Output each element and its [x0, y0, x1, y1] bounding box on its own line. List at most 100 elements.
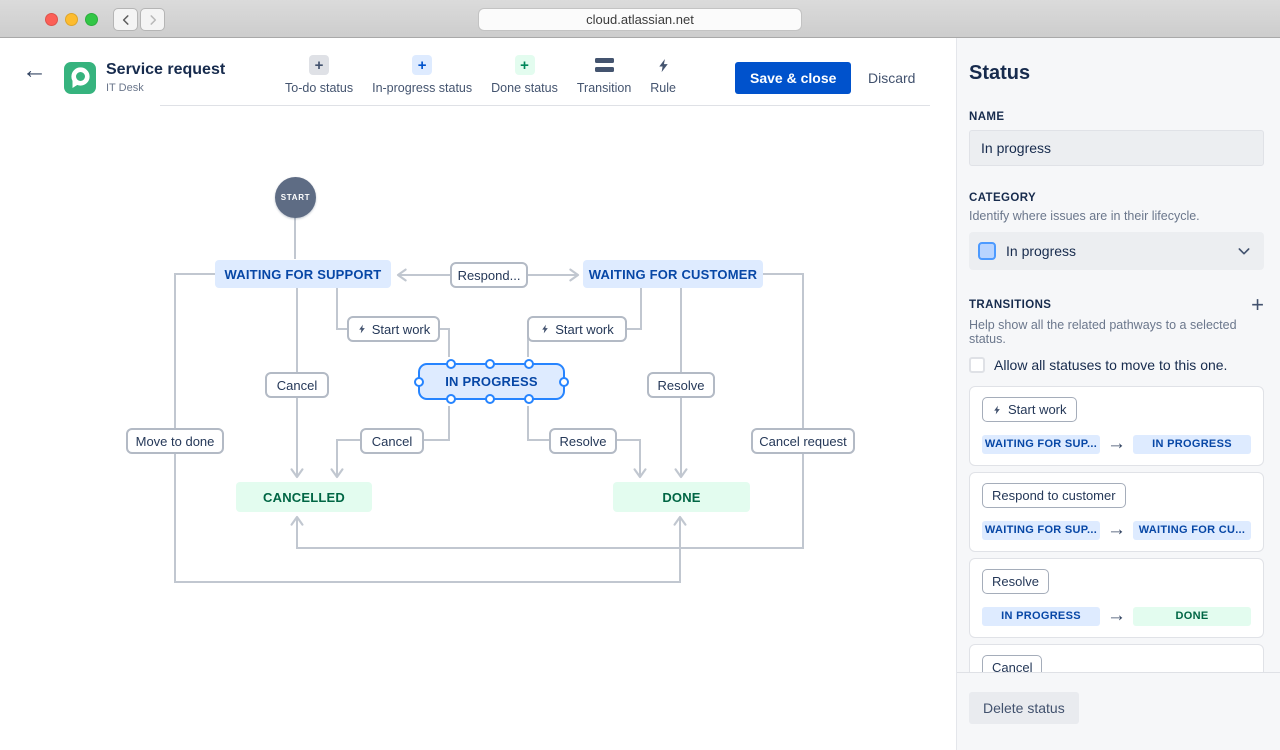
page-title: Service request: [106, 61, 226, 78]
transition-label[interactable]: Start work: [527, 316, 627, 342]
minimize-window-button[interactable]: [65, 13, 78, 26]
transition-name-button[interactable]: Start work: [982, 397, 1077, 422]
status-node-in-progress[interactable]: IN PROGRESS: [414, 359, 569, 404]
browser-back-button[interactable]: [113, 8, 138, 31]
transition-label[interactable]: Cancel request: [751, 428, 855, 454]
to-status-badge: WAITING FOR CU...: [1133, 520, 1251, 540]
name-label: NAME: [969, 111, 1005, 123]
toolbar-in-progress-status[interactable]: + In-progress status: [372, 55, 472, 95]
chat-bubble-icon: [71, 67, 90, 88]
chevron-right-icon: [149, 14, 156, 25]
status-node-label: WAITING FOR SUPPORT: [224, 266, 382, 282]
browser-forward-button[interactable]: [140, 8, 165, 31]
transition-label-text: Resolve: [657, 377, 705, 393]
transition-name-text: Cancel: [992, 660, 1033, 675]
status-node-waiting-for-customer[interactable]: WAITING FOR CUSTOMER: [583, 260, 763, 288]
transition-label-text: Cancel: [371, 433, 413, 449]
workflow-canvas[interactable]: START WAITING FOR SUPPORT WAITING FOR CUST…: [0, 106, 956, 750]
status-node-label: DONE: [662, 489, 701, 505]
transition-label[interactable]: Resolve: [647, 372, 715, 398]
transition-label[interactable]: Cancel: [265, 372, 329, 398]
project-icon: [64, 62, 96, 94]
toolbar-item-label: To-do status: [285, 81, 354, 95]
transition-label-text: Start work: [371, 321, 431, 337]
toolbar-item-label: Rule: [650, 81, 676, 95]
transition-name-button[interactable]: Resolve: [982, 569, 1049, 594]
toolbar-item-label: Transition: [576, 81, 632, 95]
category-description: Identify where issues are in their lifec…: [969, 209, 1200, 223]
editor-header: ← Service request IT Desk +To-do status+…: [0, 38, 956, 106]
connection-handle[interactable]: [559, 377, 569, 387]
address-bar[interactable]: cloud.atlassian.net: [478, 8, 802, 31]
transition-name-text: Respond to customer: [992, 488, 1116, 503]
transition-label-text: Cancel: [276, 377, 318, 393]
save-and-close-button[interactable]: Save & close: [735, 62, 852, 94]
toolbar-done-status[interactable]: + Done status: [491, 55, 558, 95]
status-node-done[interactable]: DONE: [613, 482, 750, 512]
arrow-right-icon: →: [1107, 519, 1126, 540]
toolbar-to-do-status[interactable]: + To-do status: [285, 55, 353, 95]
connection-handle[interactable]: [485, 359, 495, 369]
from-status-badge: WAITING FOR SUP...: [982, 434, 1100, 454]
connection-handle[interactable]: [524, 394, 534, 404]
connection-handle[interactable]: [524, 359, 534, 369]
header-toolbar: + To-do status + In-progress status + Done st…: [285, 55, 676, 95]
transition-name-button[interactable]: Respond to customer: [982, 483, 1126, 508]
status-node-label: START: [280, 193, 311, 202]
lightning-icon: [994, 405, 1000, 414]
chevron-left-icon: [122, 14, 129, 25]
discard-button[interactable]: Discard: [860, 62, 923, 94]
plus-icon: +: [412, 55, 433, 75]
status-node-label: WAITING FOR CUSTOMER: [588, 266, 758, 282]
connection-handle[interactable]: [446, 359, 456, 369]
plus-icon: +: [514, 55, 535, 75]
toolbar-rule[interactable]: Rule: [650, 55, 676, 95]
from-status-badge: WAITING FOR SUP...: [982, 520, 1100, 540]
from-status-badge: IN PROGRESS: [982, 606, 1100, 626]
back-button[interactable]: ←: [22, 56, 47, 84]
url-text: cloud.atlassian.net: [586, 12, 694, 27]
transition-label-text: Resolve: [559, 433, 607, 449]
toolbar-item-label: Done status: [491, 81, 558, 95]
allow-all-label: Allow all statuses to move to this one.: [994, 357, 1228, 373]
plus-icon: +: [309, 55, 330, 75]
toolbar-transition[interactable]: Transition: [577, 55, 631, 95]
transition-label[interactable]: Resolve: [549, 428, 617, 454]
status-node-label: IN PROGRESS: [445, 374, 538, 389]
lightning-icon: [358, 324, 365, 334]
category-value: In progress: [1006, 243, 1077, 259]
status-name-input[interactable]: [969, 130, 1264, 166]
status-node-waiting-for-support[interactable]: WAITING FOR SUPPORT: [215, 260, 391, 288]
connection-handle[interactable]: [485, 394, 495, 404]
transition-label-text: Start work: [555, 321, 614, 337]
transitions-label: TRANSITIONS: [969, 299, 1052, 311]
transition-label[interactable]: Cancel: [360, 428, 424, 454]
close-window-button[interactable]: [45, 13, 58, 26]
lightning-icon: [658, 58, 668, 72]
delete-status-button[interactable]: Delete status: [969, 692, 1079, 724]
transition-label-text: Respond...: [457, 267, 521, 283]
transition-label[interactable]: Respond...: [450, 262, 528, 288]
category-label: CATEGORY: [969, 192, 1037, 204]
toolbar-item-label: In-progress status: [372, 81, 473, 95]
connection-handle[interactable]: [446, 394, 456, 404]
add-transition-button[interactable]: +: [1251, 292, 1264, 317]
status-panel: Status NAME CATEGORY Identify where issu…: [956, 38, 1280, 750]
transitions-description: Help show all the related pathways to a …: [969, 318, 1237, 346]
panel-footer: Delete status: [957, 672, 1280, 750]
header-divider: [160, 105, 930, 106]
connection-handle[interactable]: [414, 377, 424, 387]
allow-all-checkbox[interactable]: [969, 357, 985, 373]
to-status-badge: DONE: [1133, 606, 1251, 626]
transition-label[interactable]: Move to done: [126, 428, 224, 454]
zoom-window-button[interactable]: [85, 13, 98, 26]
status-node-start[interactable]: START: [275, 177, 316, 218]
transition-icon: [594, 55, 614, 75]
transition-label[interactable]: Start work: [347, 316, 440, 342]
status-node-cancelled[interactable]: CANCELLED: [236, 482, 372, 512]
transition-name-text: Resolve: [992, 574, 1039, 589]
category-select[interactable]: In progress: [969, 232, 1264, 270]
